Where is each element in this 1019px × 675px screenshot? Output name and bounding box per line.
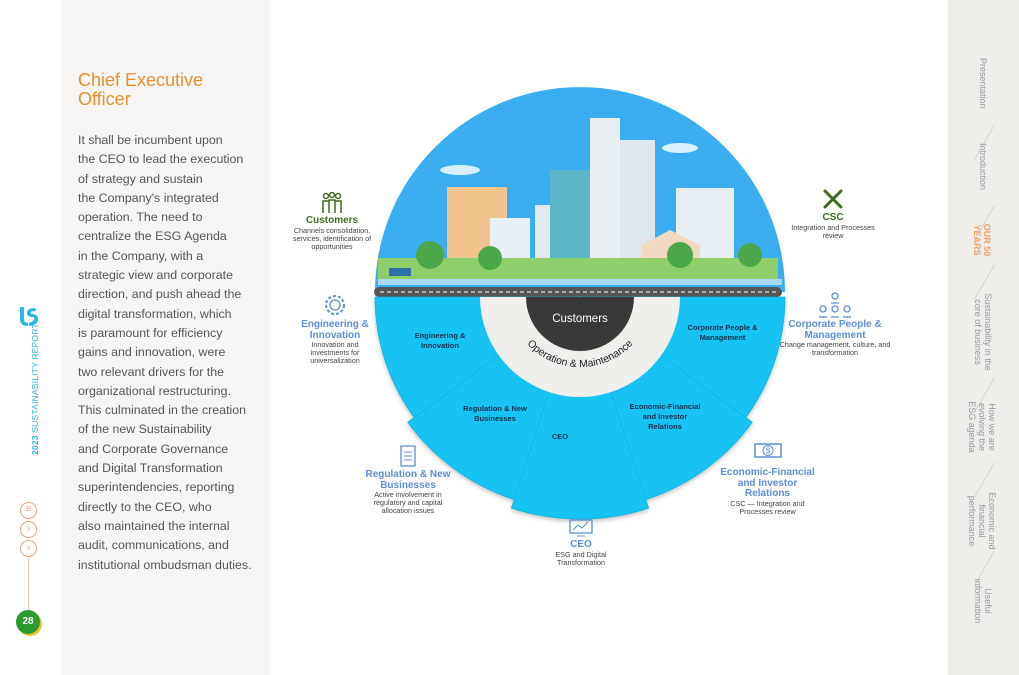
body-line: It shall be incumbent upon — [78, 133, 223, 147]
svg-text:$: $ — [765, 447, 770, 456]
checklist-icon — [400, 445, 416, 467]
body-line: is paramount for efficiency — [78, 325, 223, 340]
callout-desc: ESG and Digital Transformation — [555, 549, 607, 567]
callout-engineering: Engineering & Innovation Innovation and … — [292, 292, 378, 365]
body-line: of the new Sustainability — [78, 422, 212, 437]
wheel-segment — [510, 295, 650, 520]
chevron-right-icon: › — [26, 523, 31, 534]
segment-label: Corporate People & Management — [687, 323, 758, 342]
section-navigation: Presentation Introduction OUR 50 YEARS S… — [948, 0, 1019, 675]
callout-desc: Active involvement in regulatory and cap… — [373, 490, 443, 515]
body-line: and Digital Transformation — [78, 461, 223, 476]
body-line: the Company's integrated — [78, 190, 219, 205]
org-wheel-diagram: Operation & Maintenance Customers Engine… — [270, 0, 948, 675]
body-line: gains and innovation, were — [78, 345, 226, 360]
nav-our-50-years[interactable]: OUR 50 YEARS — [972, 223, 992, 257]
tools-icon — [823, 189, 843, 209]
previous-page-button[interactable]: ‹ — [20, 540, 37, 557]
body-line: audit, communications, and — [78, 538, 229, 553]
body-line: institutional ombudsman duties. — [78, 557, 252, 572]
callout-title: Economic-Financial and Investor Relation… — [720, 467, 815, 499]
body-line: superintendencies, reporting — [78, 480, 235, 495]
nav-sustainability[interactable]: Sustainability in the core of business — [973, 293, 993, 371]
body-line: two relevant drivers for the — [78, 364, 224, 379]
menu-button[interactable]: ≡ — [20, 502, 37, 519]
body-line: in the Company, with a — [78, 248, 204, 263]
callout-desc: CSC — Integration and Processes review — [730, 498, 805, 516]
callout-csc: CSC Integration and Processes review — [783, 187, 883, 240]
segment-label: Economic-Financial and Investor Relation… — [629, 402, 701, 431]
page-number: 28 — [16, 610, 40, 634]
report-title: SUSTAINABILITY REPORT — [30, 323, 40, 433]
body-line: strategic view and corporate — [78, 268, 233, 283]
nav-useful-information[interactable]: Useful information — [973, 578, 993, 624]
people-icon — [322, 192, 342, 213]
body-line: the CEO to lead the execution — [78, 152, 244, 167]
next-page-button[interactable]: › — [20, 521, 37, 538]
menu-icon: ≡ — [25, 504, 32, 515]
article-panel: Chief Executive Officer It shall be incu… — [62, 0, 270, 675]
report-year: 2023 — [30, 435, 40, 455]
wheel-graphic: Operation & Maintenance Customers — [374, 87, 786, 520]
nav-esg-agenda[interactable]: How we are evolving the ESG agenda — [967, 401, 997, 453]
callout-title: Customers — [305, 215, 359, 226]
body-line: direction, and push ahead the — [78, 287, 242, 302]
callout-ceo: CEO ESG and Digital Transformation — [538, 518, 624, 567]
left-sidebar: 2023 SUSTAINABILITY REPORT ≡ › ‹ 28 — [0, 0, 62, 675]
segment-label: Regulation & New Businesses — [463, 404, 527, 423]
core-label: Customers — [552, 313, 608, 325]
report-label: 2023 SUSTAINABILITY REPORT — [30, 323, 40, 455]
callout-title: Engineering & Innovation — [301, 319, 369, 341]
gear-icon — [325, 295, 345, 315]
body-line: This culminated in the creation — [78, 403, 247, 418]
body-line: operation. The need to — [78, 210, 203, 225]
segment-label: Engineering & Innovation — [414, 331, 466, 350]
body-line: digital transformation, which — [78, 306, 232, 321]
divider — [28, 558, 29, 613]
body-line: organizational restructuring. — [78, 383, 231, 398]
callout-desc: Innovation and investments for universal… — [310, 340, 360, 365]
callout-title: CSC — [822, 212, 844, 223]
callout-corporate-people: Corporate People & Management Change man… — [778, 292, 892, 357]
city-illustration — [375, 87, 785, 292]
nav-introduction[interactable]: Introduction — [978, 143, 988, 191]
org-chart-icon — [819, 292, 851, 318]
callout-title: Regulation & New Businesses — [365, 469, 451, 491]
segment-label: CEO — [551, 432, 569, 441]
callout-regulation: Regulation & New Businesses Active invol… — [358, 444, 458, 515]
callout-economic: $ Economic-Financial and Investor Relati… — [720, 436, 815, 516]
callout-desc: Integration and Processes review — [791, 222, 875, 240]
page-title: Chief Executive Officer — [78, 70, 204, 109]
money-icon: $ — [753, 443, 782, 458]
nav-economic-performance[interactable]: Economic and financial performance — [967, 492, 997, 550]
nav-presentation[interactable]: Presentation — [978, 58, 988, 109]
body-line: and Corporate Governance — [78, 441, 229, 456]
callout-title: Corporate People & Management — [788, 319, 882, 341]
body-line: also maintained the internal — [78, 518, 230, 533]
callout-desc: Channels consolidation, services, identi… — [292, 225, 372, 251]
company-logo — [20, 307, 38, 326]
body-line: of strategy and sustain — [78, 171, 203, 186]
core-customers — [526, 297, 634, 351]
callout-customers: Customers Channels consolidation, servic… — [284, 192, 380, 251]
chevron-left-icon: ‹ — [26, 542, 31, 553]
body-line: centralize the ESG Agenda — [78, 229, 227, 244]
body-line: directly to the CEO, who — [78, 499, 212, 514]
callout-desc: Change management, culture, and transfor… — [779, 340, 891, 357]
callout-title: CEO — [570, 539, 592, 550]
article-body: It shall be incumbent upon the CEO to lea… — [78, 131, 268, 575]
monitor-chart-icon — [569, 519, 593, 537]
